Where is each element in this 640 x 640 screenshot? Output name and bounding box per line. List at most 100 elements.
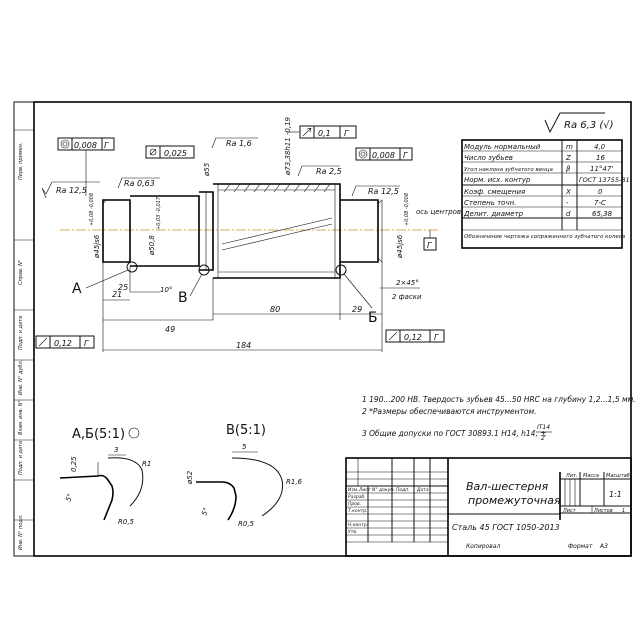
strip-label-1: Перв. примен.	[18, 142, 24, 180]
general-roughness: Ra 6,3 (√)	[544, 112, 614, 134]
gt-val-5: 7-С	[594, 199, 606, 207]
gt-val-0: 4,0	[594, 143, 606, 151]
tol-cyl: 0,025	[164, 149, 187, 158]
gt-name-5: Степень точн.	[464, 199, 516, 207]
strip-label-5: Взам. инв. N°	[18, 400, 24, 435]
chamfer-note: 2 фаски	[392, 293, 422, 301]
dim-d-gear: ø73,38h11 -0,19	[284, 116, 292, 176]
tb-copied: Копировал	[466, 543, 500, 550]
tb-razrab: Разраб.	[348, 494, 366, 500]
gt-name-3: Норм. исх. контур	[464, 176, 531, 184]
gear-table: Модуль нормальный m 4,0 Число зубьев Z 1…	[461, 139, 630, 249]
note-3-frac-den: 2	[541, 435, 545, 442]
dim-d55: ø55	[203, 162, 211, 177]
strip-label-7: Инв. N° подл.	[18, 514, 24, 550]
detail-AB-angle: 5°	[64, 492, 74, 502]
axis-label: ось центров	[416, 208, 461, 216]
tb-name2: промежуточная	[468, 494, 561, 507]
tol-perp-right: 0,12	[404, 333, 422, 342]
tol-perp-right-ref: Г	[434, 333, 439, 342]
tb-material: Сталь 45 ГОСТ 1050-2013	[452, 523, 560, 532]
ra-j1: Ra 0,63	[124, 179, 155, 188]
tb-col-izm: Изм.	[348, 487, 359, 493]
dim-80: 80	[270, 305, 280, 314]
ra-gear: Ra 2,5	[316, 167, 342, 176]
detail-V-r16: R1,6	[286, 478, 303, 486]
dim-d-right: ø45js6	[396, 234, 404, 259]
inner-frame	[33, 101, 632, 557]
dim-d-left: ø45js6	[93, 234, 101, 259]
detail-V-r05: R0,5	[238, 520, 255, 528]
tol-runout-right: 0,008	[372, 151, 395, 160]
dim-29: 29	[352, 305, 362, 314]
tol-runout-right-ref: Г	[403, 151, 408, 160]
strip-label-2: Справ. N°	[18, 259, 24, 285]
detail-AB-title: А,Б(5:1)	[72, 427, 125, 442]
tb-name1: Вал-шестерня	[466, 480, 549, 493]
tb-col-sign: Подп.	[396, 487, 410, 493]
dim-d-j1: ø50,8	[148, 235, 156, 256]
tb-sheet: Лист	[562, 508, 577, 514]
tb-scale-val: 1:1	[609, 490, 622, 499]
ra-mid: Ra 1,6	[226, 139, 252, 148]
dim-chamfer: 2×45°	[396, 279, 419, 287]
tol-perp-left: 0,12	[54, 339, 72, 348]
ra-right: Ra 12,5	[368, 187, 399, 196]
tb-sheets-val: 1	[622, 508, 625, 514]
view-letter-V: В	[178, 290, 188, 306]
general-roughness-text: Ra 6,3 (√)	[564, 120, 614, 131]
tb-col-date: Дата	[416, 487, 429, 493]
dim-d-j1-tol: +0,03 -0,017	[156, 196, 162, 230]
detail-AB-h: 0,25	[70, 456, 78, 472]
length-dims	[102, 262, 383, 352]
tol-runout-left-ref: Г	[104, 141, 109, 150]
detail-AB-r05: R0,5	[118, 518, 135, 526]
tb-scale: Масштаб	[606, 473, 630, 479]
gt-sym-5: -	[566, 199, 569, 207]
note-2: 2 *Размеры обеспечиваются инструментом.	[362, 407, 537, 416]
tb-col-list: Лист	[358, 487, 371, 493]
gt-sym-4: X	[565, 188, 571, 196]
tb-nkontr: Н.контр.	[348, 522, 368, 528]
tb-lit: Лит.	[565, 473, 578, 479]
tol-runout-left: 0,008	[74, 141, 97, 150]
detail-V-w: 5	[242, 443, 247, 451]
dim-49: 49	[165, 325, 175, 334]
tol-runout-top-ref: Г	[344, 129, 349, 138]
detail-AB-w: 3	[114, 446, 118, 454]
strip-label-6: Подп. и дата	[18, 441, 24, 475]
gt-name-4: Коэф. смещения	[464, 188, 525, 196]
tb-utv: Утв.	[348, 529, 357, 535]
gt-sym-0: m	[566, 143, 573, 151]
strip-label-3: Подп. и дата	[18, 316, 24, 350]
shaft-view	[60, 183, 440, 279]
note-3-frac-num: IT14	[537, 424, 550, 431]
gt-val-6: 65,38	[592, 210, 613, 218]
roughness-labels: Ra 12,5 Ra 0,63 Ra 1,6 Ra 2,5 Ra 12,5	[41, 137, 400, 199]
dim-25: 25	[118, 283, 128, 292]
view-letter-A: А	[72, 281, 82, 297]
detail-V-title: В(5:1)	[226, 423, 266, 438]
tb-prov: Пров.	[348, 501, 361, 507]
detail-AB: А,Б(5:1) 3 R1 0,25 5° R0,5	[59, 427, 151, 526]
detail-AB-r1: R1	[142, 460, 151, 468]
datum-letter: Г	[427, 241, 432, 250]
note-3: 3 Общие допуски по ГОСТ 30893.1 H14, h14…	[362, 429, 547, 438]
detail-V-d52: ø52	[186, 470, 194, 485]
view-letter-B: Б	[368, 310, 378, 326]
gt-name-7: Обозначение чертежа сопряженного зубчато…	[464, 234, 626, 240]
gt-sym-1: Z	[565, 154, 571, 162]
tb-mass: Масса	[583, 473, 599, 479]
dim-21: 21	[112, 290, 122, 299]
tb-tkontr: Т.контр.	[348, 508, 368, 514]
tb-format: Формат	[568, 543, 593, 550]
dim-d-left-tol: +0,08 -0,008	[89, 193, 95, 226]
note-1: 1 190...200 НВ. Твердость зубьев 45...50…	[362, 395, 636, 404]
gt-name-2: Угол наклона зубчатого венца	[464, 167, 553, 173]
detail-V: В(5:1) 5 R1,6 ø52 5° R0,5	[186, 423, 303, 528]
title-block: Изм. Лист N° докум. Подп. Дата Разраб. П…	[345, 457, 632, 557]
ra-left: Ra 12,5	[56, 186, 87, 195]
detail-V-angle: 5°	[200, 506, 210, 516]
